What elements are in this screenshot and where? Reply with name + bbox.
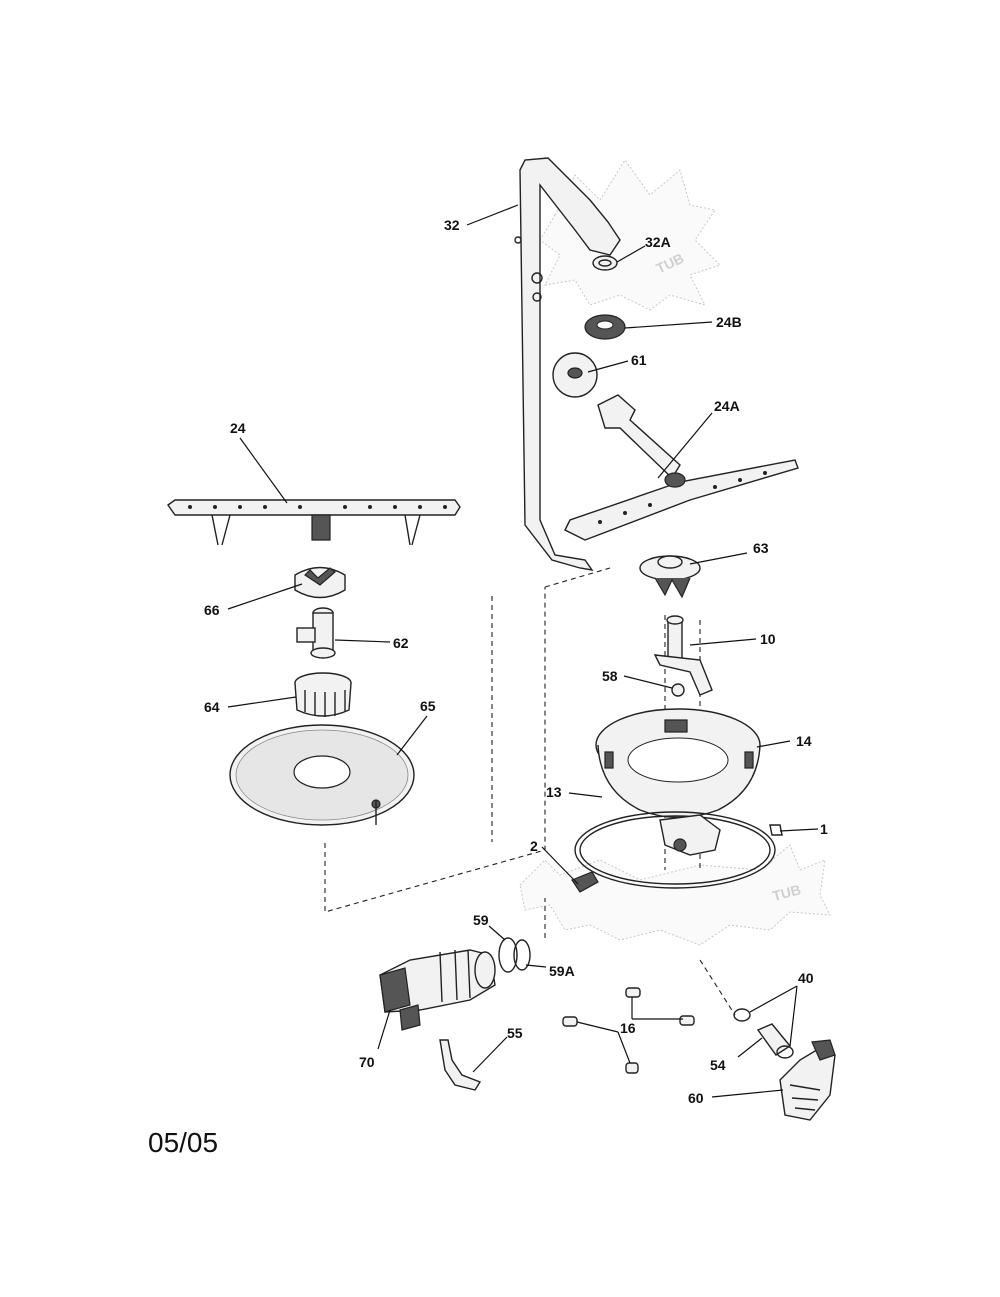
o-ring-59 — [498, 937, 518, 973]
supply-tube-32 — [514, 157, 621, 571]
callout-10: 10 — [760, 631, 776, 647]
callout-59a: 59A — [549, 963, 575, 979]
coupler-66 — [294, 566, 346, 599]
hose-54 — [756, 1023, 792, 1056]
callout-65: 65 — [420, 698, 436, 714]
callout-64: 64 — [204, 699, 220, 715]
callout-60: 60 — [688, 1090, 704, 1106]
bracket-55 — [439, 1039, 482, 1091]
leader-lines — [227, 204, 819, 1098]
o-ring-59a — [513, 939, 531, 971]
callout-32: 32 — [444, 217, 460, 233]
callout-55: 55 — [507, 1025, 523, 1041]
callout-32a: 32A — [645, 234, 671, 250]
sump-bowl-14 — [595, 708, 761, 819]
callout-24b: 24B — [716, 314, 742, 330]
callout-16: 16 — [620, 1020, 636, 1036]
mounting-feet-16 — [562, 987, 695, 1074]
tub-outline-lower: TUB — [519, 844, 831, 946]
callout-14: 14 — [796, 733, 812, 749]
filter-screen-65 — [229, 724, 415, 826]
gasket-ring-13 — [574, 811, 776, 889]
tub-label-lower: TUB — [771, 881, 803, 904]
ring-32a — [592, 255, 618, 271]
ball-58 — [671, 683, 685, 697]
callout-24: 24 — [230, 420, 246, 436]
date-code: 05/05 — [148, 1127, 218, 1158]
cap-63 — [639, 555, 701, 599]
callout-63: 63 — [753, 540, 769, 556]
washer-disc-61 — [552, 352, 598, 398]
callout-54: 54 — [710, 1057, 726, 1073]
callout-40: 40 — [798, 970, 814, 986]
callout-labels: 32 32A 24B 61 24A 24 63 66 62 10 58 64 6… — [204, 217, 828, 1106]
callout-13: 13 — [546, 784, 562, 800]
upper-spray-arm-24a — [564, 394, 799, 541]
hose-clamp-40-upper — [733, 1008, 751, 1022]
gear-nut-24b — [584, 314, 626, 340]
filter-ring-64 — [294, 672, 352, 717]
callout-59: 59 — [473, 912, 489, 928]
drain-pump-60 — [779, 1039, 836, 1121]
hose-clamp-40-lower — [776, 1045, 794, 1059]
callout-70: 70 — [359, 1054, 375, 1070]
lower-arm-holes — [188, 505, 447, 509]
callout-24a: 24A — [714, 398, 740, 414]
sump-base-1 — [659, 814, 783, 856]
callout-58: 58 — [602, 668, 618, 684]
motor-70 — [379, 949, 496, 1031]
callout-62: 62 — [393, 635, 409, 651]
callout-2: 2 — [530, 838, 538, 854]
pump-housing-10 — [653, 615, 713, 696]
lower-spray-arm-24 — [167, 499, 461, 546]
tube-62 — [296, 607, 336, 659]
callout-61: 61 — [631, 352, 647, 368]
callout-66: 66 — [204, 602, 220, 618]
clip-2 — [571, 871, 599, 893]
spray-arm-holes — [598, 471, 767, 524]
callout-1: 1 — [820, 821, 828, 837]
